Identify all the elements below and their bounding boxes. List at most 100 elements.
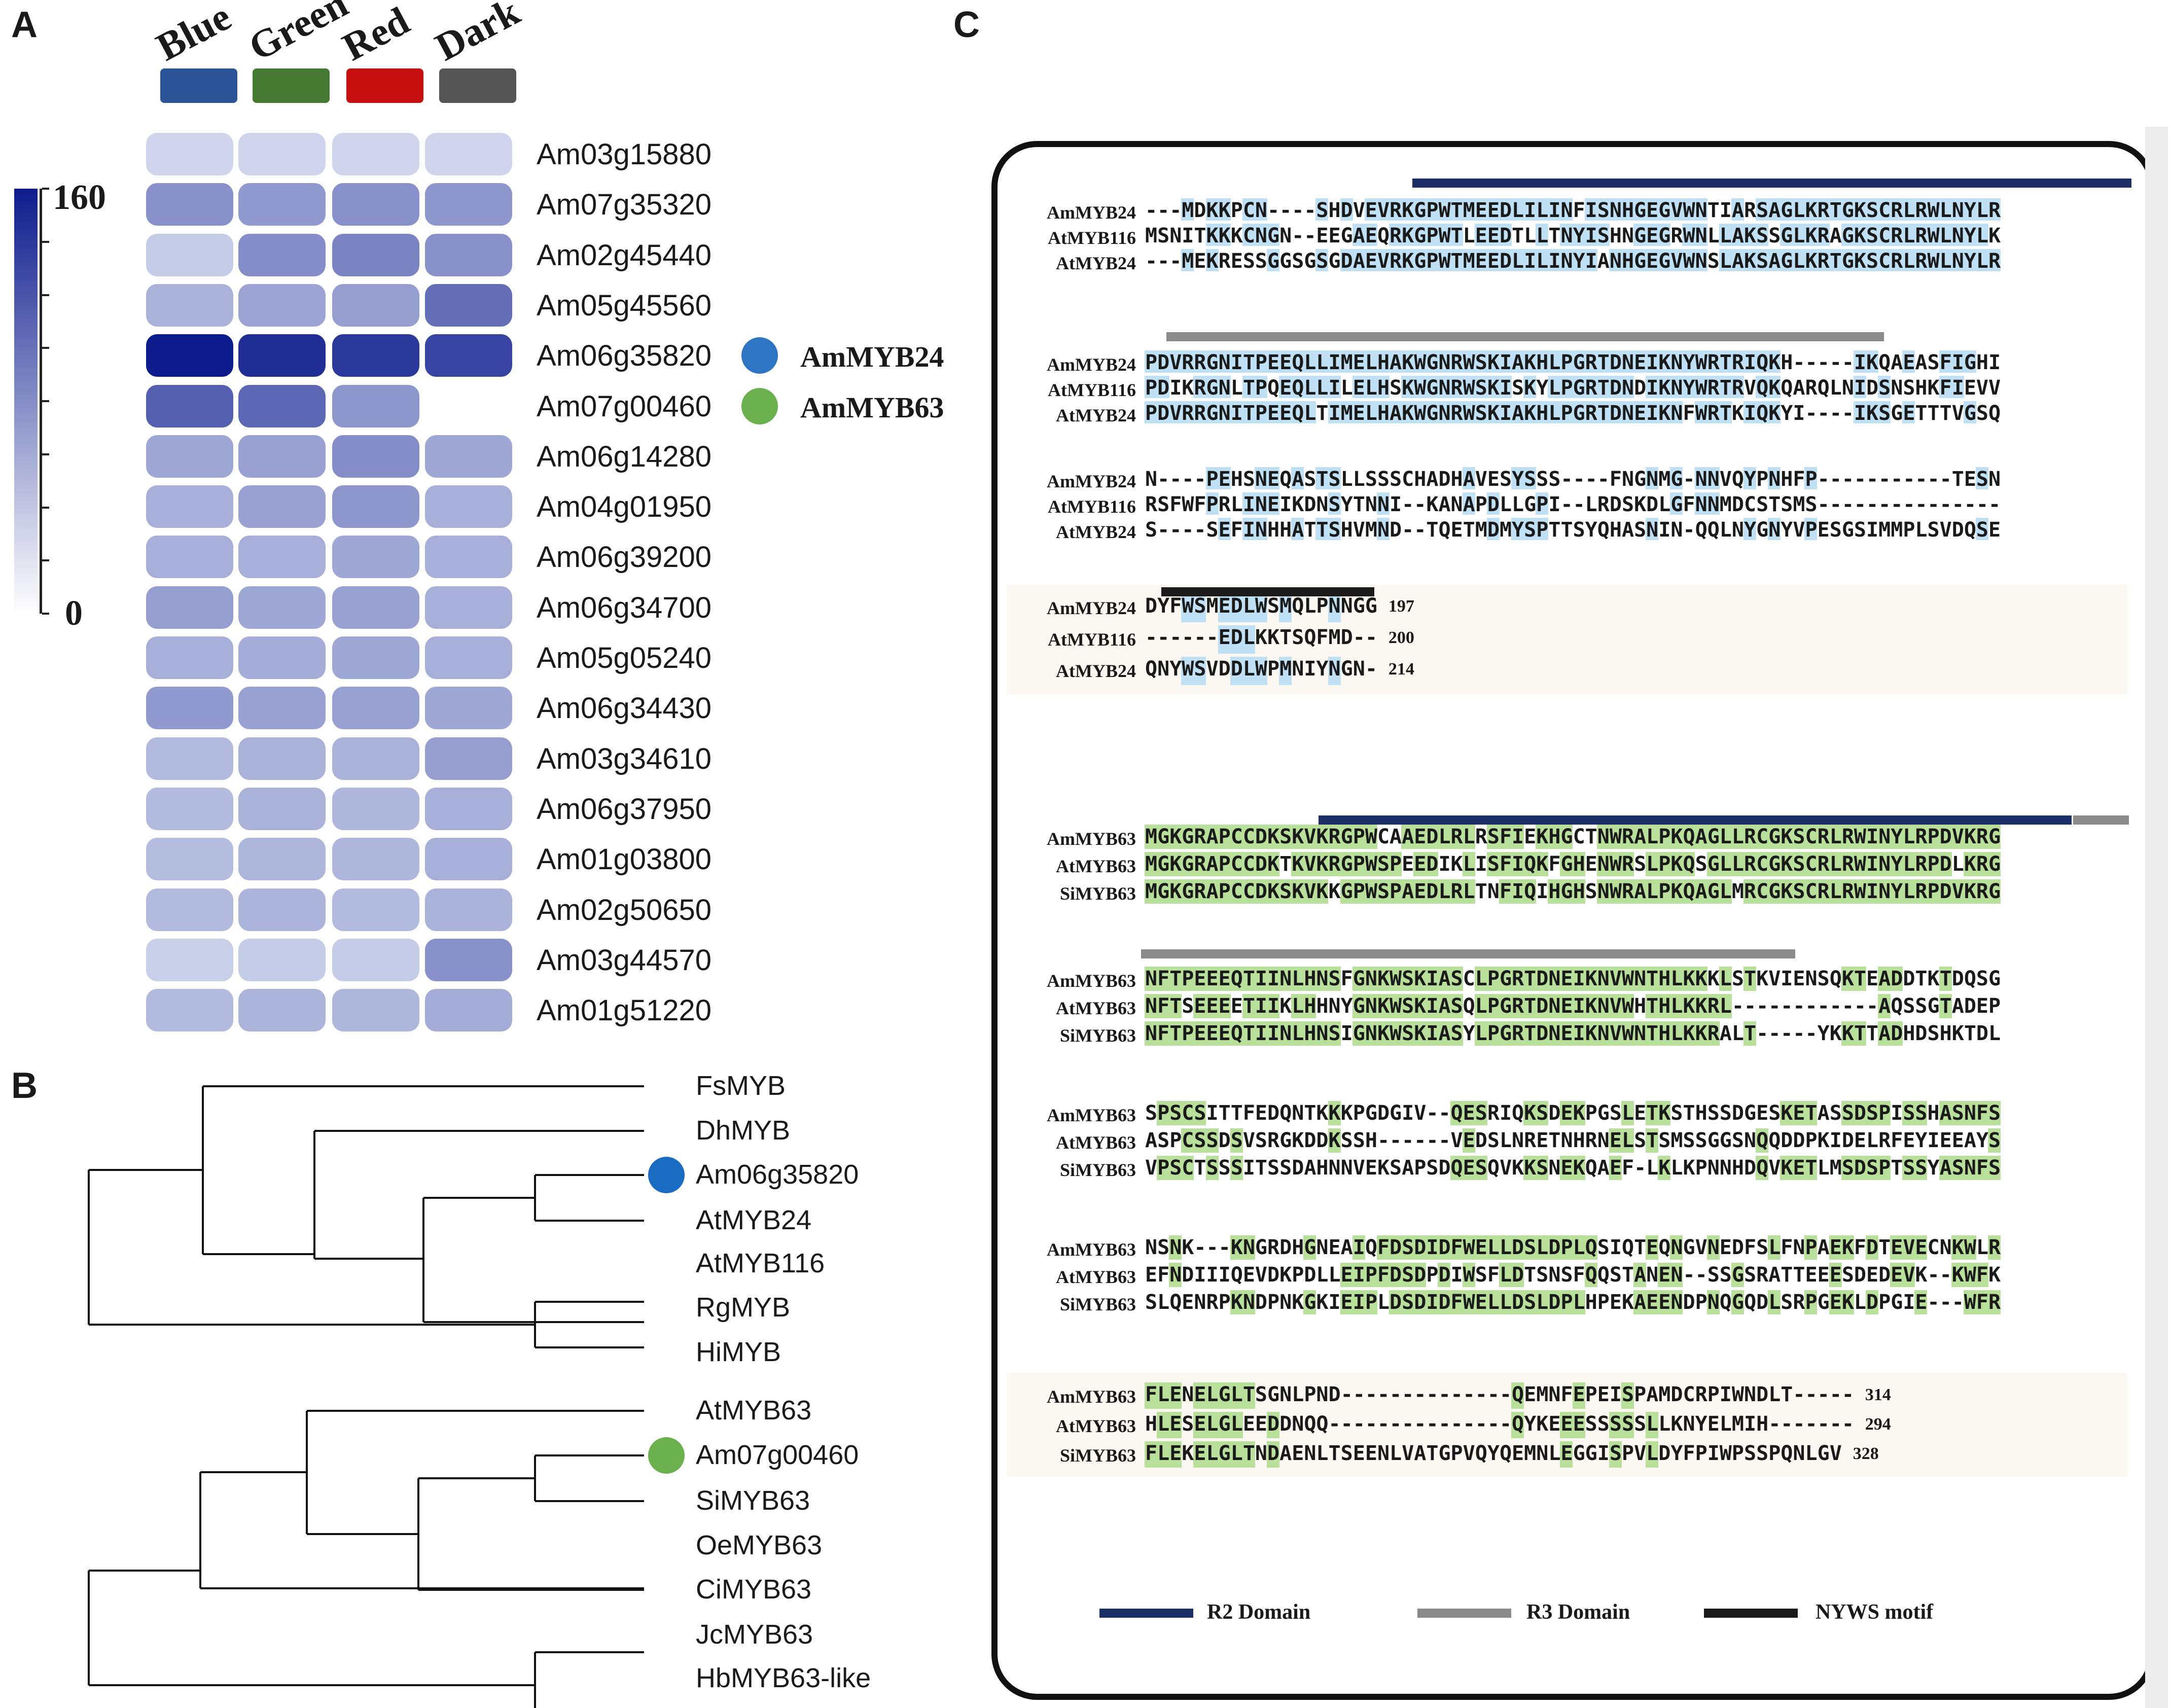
sequence-length: 197	[1388, 597, 1414, 616]
residue-highlight	[1536, 518, 1549, 540]
heatmap-cell	[425, 636, 512, 679]
tree-leaf-label: AtMYB24	[696, 1205, 812, 1235]
gene-label: Am02g45440	[537, 238, 712, 272]
residue-highlight	[1621, 401, 1634, 423]
residue-highlight	[1987, 198, 2001, 221]
tree-leaf-label: JcMYB63	[696, 1619, 813, 1650]
color-scale-axis	[40, 189, 42, 614]
heatmap-cell	[146, 283, 233, 327]
residue-highlight	[1743, 467, 1756, 489]
heatmap-cell	[146, 687, 233, 730]
residue-highlight	[1731, 249, 1744, 271]
residue-highlight	[1499, 224, 1512, 246]
sequence-residues: DYFWSMEDLWSMQLPNNGG	[1145, 594, 1377, 618]
residue-highlight	[1572, 249, 1585, 271]
residue-highlight	[1193, 657, 1206, 685]
residue-highlight	[1670, 350, 1683, 373]
residue-highlight	[1254, 350, 1267, 373]
residue-highlight	[1646, 224, 1659, 246]
heatmap-cell	[425, 687, 512, 730]
residue-highlight	[1389, 249, 1402, 271]
sequence-residues: ---MDKKPCN----SHDVEVRKGPWTMEEDLILINFISNH…	[1145, 199, 2001, 222]
residue-highlight	[1572, 224, 1585, 246]
residue-highlight	[1951, 376, 1964, 398]
residue-highlight	[1560, 249, 1573, 271]
residue-highlight	[1205, 401, 1219, 423]
residue-highlight	[1853, 224, 1866, 246]
domain-bar	[2073, 815, 2129, 825]
residue-highlight	[1364, 198, 1377, 221]
residue-highlight	[1646, 518, 1659, 540]
residue-highlight	[1499, 401, 1512, 423]
residue-highlight	[1169, 401, 1182, 423]
residue-highlight	[1658, 198, 1671, 221]
residue-highlight	[1401, 401, 1414, 423]
residue-highlight	[1853, 350, 1866, 373]
sequence-residues: MSNITKKKCNGN--EEGAEQRKGPWTLEEDTLLTNYISHN…	[1145, 224, 2001, 247]
residue-highlight	[1975, 224, 1988, 246]
heatmap-cell	[146, 787, 233, 830]
gene-label: Am07g35320	[537, 188, 712, 222]
residue-highlight	[1670, 376, 1683, 398]
sequence-name: AmMYB24	[1047, 598, 1136, 618]
residue-highlight	[1804, 198, 1818, 221]
gene-label: Am06g14280	[537, 440, 712, 473]
scale-min-label: 0	[65, 594, 83, 633]
heatmap-cell	[332, 737, 419, 780]
residue-highlight	[1499, 249, 1512, 271]
heatmap-cell	[332, 233, 419, 276]
residue-highlight	[1768, 467, 1781, 489]
sequence-length: 314	[1865, 1385, 1891, 1404]
residue-highlight	[1242, 224, 1255, 246]
residue-highlight	[1218, 594, 1231, 622]
residue-highlight	[1462, 401, 1475, 423]
residue-highlight	[1584, 224, 1597, 246]
residue-highlight	[1474, 376, 1487, 398]
sequence-name: AtMYB63	[1056, 1132, 1136, 1153]
heatmap-cell	[238, 283, 326, 327]
residue-highlight	[1230, 657, 1243, 685]
heatmap-cell	[238, 636, 326, 679]
gene-label: Am01g51220	[537, 994, 712, 1027]
residue-highlight	[1621, 350, 1634, 373]
sequence-residues: S----SEFINHHATTSHVMND--TQETMDMYSPTTSYQHA…	[1145, 518, 2001, 542]
tree-leaf-label: HbMYB63-like	[696, 1663, 871, 1693]
residue-highlight	[1145, 401, 1158, 423]
residue-highlight	[1169, 350, 1182, 373]
residue-highlight	[1694, 249, 1707, 271]
residue-highlight	[1181, 249, 1194, 271]
heatmap-cell	[146, 938, 233, 981]
residue-highlight	[1523, 376, 1537, 398]
legend-label: R3 Domain	[1526, 1600, 1630, 1624]
residue-highlight	[1193, 376, 1206, 398]
residue-highlight	[1596, 376, 1610, 398]
residue-highlight	[1462, 492, 1475, 515]
gene-marker-label: AmMYB63	[800, 390, 944, 424]
sequence-residues: RSFWFPRLINEIKDNSYTNNI--KANAPDLLGPI--LRDS…	[1145, 493, 2001, 516]
heatmap-cell	[238, 435, 326, 478]
residue-highlight	[1633, 249, 1647, 271]
residue-highlight	[1951, 249, 1964, 271]
residue-highlight	[1670, 467, 1683, 489]
sequence-length: 200	[1388, 628, 1414, 647]
condition-label-blue: Blue	[149, 0, 238, 69]
residue-highlight	[1511, 198, 1524, 221]
residue-highlight	[1596, 224, 1610, 246]
residue-highlight	[1853, 401, 1866, 423]
tree-leaf-label: SiMYB63	[696, 1485, 810, 1516]
scale-tick	[42, 240, 49, 243]
tree-leaf-label: OeMYB63	[696, 1530, 823, 1560]
sequence-name: AtMYB116	[1048, 380, 1136, 400]
residue-highlight	[1218, 224, 1231, 246]
residue-highlight	[1426, 350, 1439, 373]
residue-highlight	[1804, 518, 1818, 540]
residue-highlight	[1145, 350, 1158, 373]
residue-highlight	[1438, 224, 1451, 246]
residue-highlight	[1853, 376, 1866, 398]
residue-highlight	[1902, 401, 1915, 423]
residue-highlight	[1694, 401, 1707, 423]
residue-highlight	[1560, 376, 1573, 398]
residue-highlight	[1328, 376, 1341, 398]
residue-highlight	[1658, 376, 1671, 398]
tree-leaf-marker	[648, 1157, 685, 1193]
